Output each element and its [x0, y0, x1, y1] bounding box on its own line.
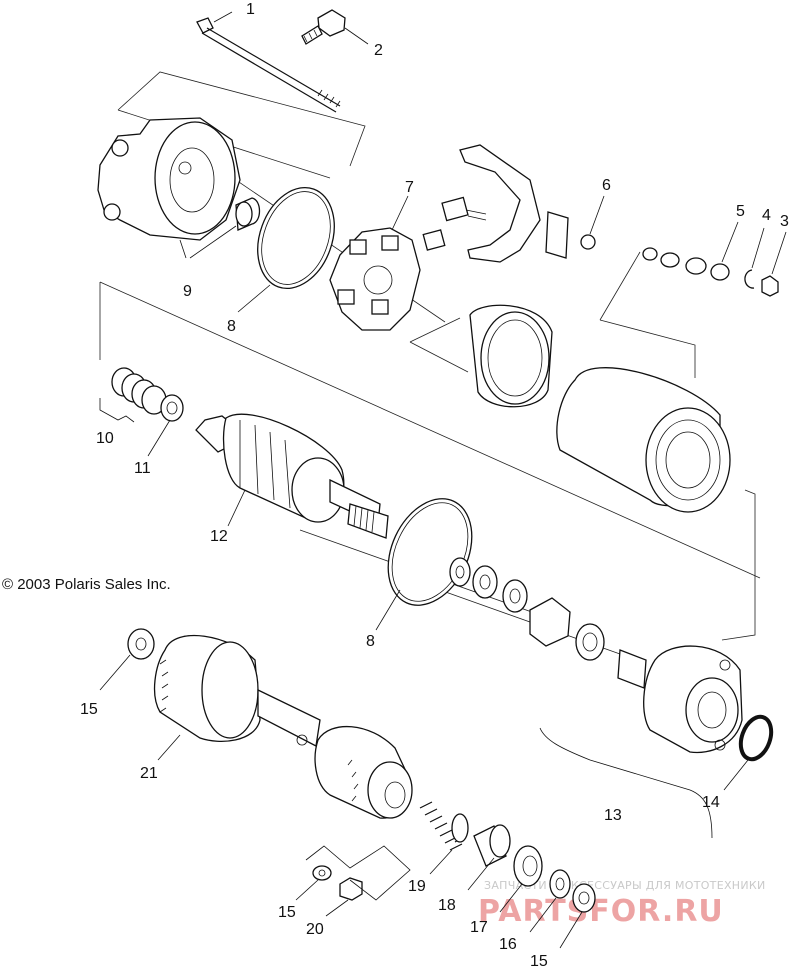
part-9-rear-housing [97, 117, 261, 241]
brush-holder-terminal [422, 144, 569, 263]
part-18-sleeve [473, 824, 511, 867]
callout-1: 1 [246, 1, 255, 18]
part-1-through-bolt [196, 11, 341, 113]
part-15-washer-left [127, 628, 155, 660]
part-3-4-5-washers-nut [642, 247, 779, 297]
yoke-motor-housing [556, 367, 731, 513]
part-2-bolt [301, 9, 369, 45]
part-15-20-washer-bolt [305, 845, 411, 901]
callout-7: 7 [405, 179, 414, 196]
part-17-bearing [513, 845, 543, 887]
callout-8-top: 8 [227, 318, 236, 335]
callout-21: 21 [140, 765, 158, 782]
callout-18: 18 [438, 897, 456, 914]
part-8-o-ring-middle [387, 498, 473, 606]
part-13-front-housing [539, 645, 743, 839]
callout-15-bottom: 15 [278, 904, 296, 921]
overrunning-clutch [314, 726, 413, 819]
callout-20: 20 [306, 921, 324, 938]
callout-14: 14 [702, 794, 720, 811]
part-19-spring [419, 801, 469, 851]
leader-lines [99, 195, 787, 949]
part-11-washer [160, 394, 184, 422]
callout-16: 16 [499, 936, 517, 953]
watermark-brand: PARTSFOR.RU [478, 894, 724, 929]
callout-4: 4 [762, 207, 771, 224]
part-14-o-ring [738, 714, 774, 762]
callout-11: 11 [134, 460, 151, 477]
callout-labels: 1 2 3 4 5 6 7 8 9 10 11 12 8 13 14 15 21… [80, 1, 789, 970]
part-7-brush-plate [329, 227, 421, 331]
part-10-spring-pack [99, 367, 167, 423]
callout-9: 9 [183, 283, 192, 300]
part-6-washer [580, 234, 596, 250]
callout-13: 13 [604, 807, 622, 824]
callout-17: 17 [470, 919, 488, 936]
callout-10: 10 [96, 430, 114, 447]
part-21-gear-shaft [153, 634, 321, 747]
callout-19: 19 [408, 878, 426, 895]
watermark: ЗАПЧАСТИ И АКСЕССУАРЫ ДЛЯ МОТОТЕХНИКИ PA… [478, 879, 765, 929]
part-16-15-washers [549, 869, 596, 913]
callout-8-middle: 8 [366, 633, 375, 650]
callout-15-right: 15 [530, 953, 548, 970]
callout-3: 3 [780, 213, 789, 230]
front-washer-train [449, 557, 647, 689]
copyright-notice: © 2003 Polaris Sales Inc. [2, 576, 171, 593]
brush-holder-ring [469, 304, 553, 408]
part-12-armature [195, 413, 389, 539]
callout-15-left: 15 [80, 701, 98, 718]
callout-2: 2 [374, 42, 383, 59]
callout-5: 5 [736, 203, 745, 220]
callout-12: 12 [210, 528, 228, 545]
part-8-o-ring-top [257, 186, 335, 290]
callout-6: 6 [602, 177, 611, 194]
